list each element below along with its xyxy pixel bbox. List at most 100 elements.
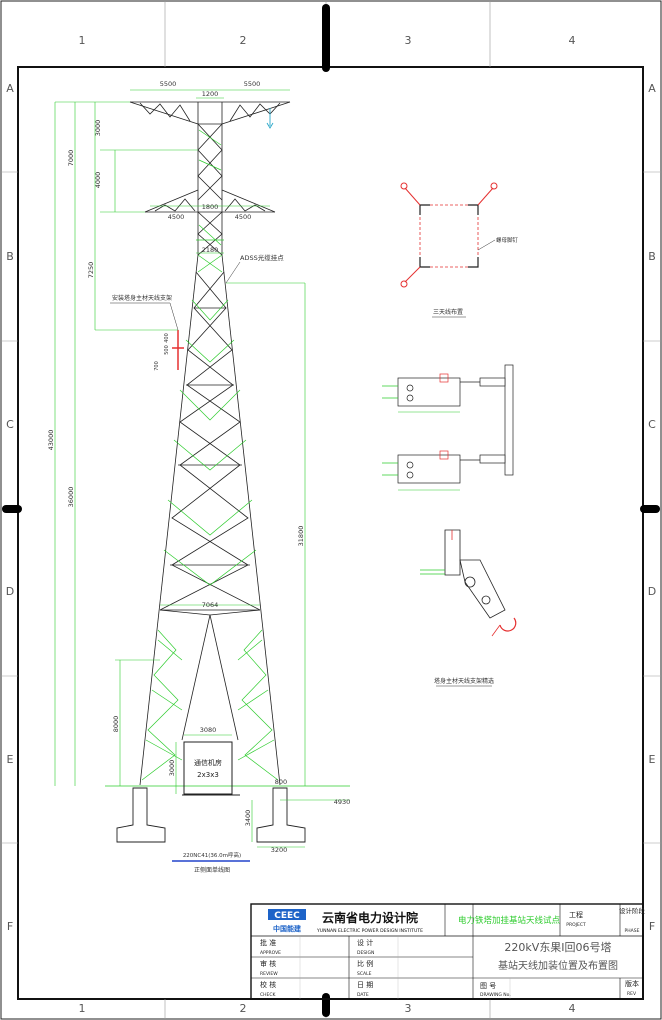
date-label-en: DATE xyxy=(357,992,369,998)
bracket-dim-500: 500 xyxy=(164,345,170,355)
approve-label: 批 准 xyxy=(260,938,276,947)
review-label-en: REVIEW xyxy=(260,971,278,977)
comm-room xyxy=(183,741,233,795)
grid-col-4-bottom: 4 xyxy=(569,1002,576,1015)
dim-7000: 7000 xyxy=(67,150,75,167)
project-name: 电力铁塔加挂基站天线试点 xyxy=(458,915,561,926)
drawing-no-label: 图 号 xyxy=(480,982,496,990)
institute-name: 云南省电力设计院 xyxy=(322,910,418,925)
grid-row-f-right: F xyxy=(649,920,655,933)
dim-1800: 1800 xyxy=(202,203,219,211)
dim-3000-top: 3000 xyxy=(94,120,102,137)
grid-row-d: D xyxy=(6,585,14,598)
approve-label-en: APPROVE xyxy=(260,950,281,956)
dim-4500-right: 4500 xyxy=(235,213,252,221)
drawing-no-label-en: DRAWING No. xyxy=(480,992,511,998)
check-label-en: CHECK xyxy=(260,992,277,998)
pointer-arrow-icon xyxy=(266,108,274,129)
middle-crossarm xyxy=(144,189,276,213)
bracket-details xyxy=(382,364,514,491)
grid-col-1: 1 xyxy=(79,34,86,47)
project-label: 工程 xyxy=(569,910,583,919)
grid-row-e-right: E xyxy=(649,753,656,766)
grid-row-b: B xyxy=(6,250,14,263)
antenna-bracket xyxy=(172,330,184,370)
title-block xyxy=(250,903,644,1000)
clamp-detail xyxy=(420,529,517,637)
check-label: 校 核 xyxy=(260,980,276,989)
rev-label: 版本 xyxy=(625,979,639,988)
grid-col-2-bottom: 2 xyxy=(240,1002,247,1015)
grid-row-d-right: D xyxy=(648,585,656,598)
grid-row-c-right: C xyxy=(648,418,656,431)
bracket-label: 塔身主材天线支架精选 xyxy=(434,677,494,685)
foundations xyxy=(116,787,306,843)
dim-3000-room: 3000 xyxy=(168,760,176,777)
grid-col-2: 2 xyxy=(240,34,247,47)
project-label-en: PROJECT xyxy=(566,922,586,928)
main-legs xyxy=(139,254,281,786)
dim-8000: 8000 xyxy=(112,716,120,733)
top-crossarm xyxy=(129,101,291,125)
dim-3400: 3400 xyxy=(244,810,252,827)
adss-leader xyxy=(225,261,241,284)
bracket-dim-700: 700 xyxy=(154,361,160,371)
grid-row-a: A xyxy=(6,82,14,95)
dim-4000: 4000 xyxy=(94,172,102,189)
centering-marks xyxy=(2,4,660,1017)
dim-31800: 31800 xyxy=(297,526,305,547)
three-antenna-label: 三天线布置 xyxy=(433,308,463,316)
dim-4930: 4930 xyxy=(334,798,351,806)
antenna-leader xyxy=(169,302,179,331)
upper-body xyxy=(197,102,223,256)
dimension-lines xyxy=(54,89,350,848)
bracket-dim-400: 400 xyxy=(164,333,170,343)
tower-elevation xyxy=(105,101,350,843)
grid-row-b-right: B xyxy=(648,250,656,263)
angle-steel-label: 螺母脚钉 xyxy=(496,236,519,244)
grid-row-e: E xyxy=(7,753,14,766)
drawing-title-1: 220kV东果Ⅰ回06号塔 xyxy=(504,941,611,954)
date-label: 日 期 xyxy=(357,981,373,989)
dim-800: 800 xyxy=(275,778,287,786)
design-label-en: DESIGN xyxy=(357,950,374,956)
design-label: 设 计 xyxy=(357,938,373,947)
dim-7250: 7250 xyxy=(87,262,95,279)
view-title: 正侧面单线图 xyxy=(194,866,230,874)
dim-43000: 43000 xyxy=(47,430,55,451)
grid-row-f: F xyxy=(7,920,13,933)
rev-label-en: REV xyxy=(627,991,637,997)
tower-type: 220NC41(36.0m呼高) xyxy=(183,851,241,859)
drawing-title-2: 基站天线加装位置及布置图 xyxy=(498,959,618,972)
antenna-note: 安装塔身主材天线支架 xyxy=(112,294,172,302)
grid-col-3: 3 xyxy=(405,34,412,47)
dim-5500-left: 5500 xyxy=(160,80,177,88)
dim-4500-left: 4500 xyxy=(168,213,185,221)
logo-text: CEEC xyxy=(274,911,300,921)
grid-row-a-right: A xyxy=(648,82,656,95)
grid-col-4: 4 xyxy=(569,34,576,47)
dim-1200: 1200 xyxy=(202,90,219,98)
dim-3080: 3080 xyxy=(200,726,217,734)
dim-36000: 36000 xyxy=(67,487,75,508)
dim-3200: 3200 xyxy=(271,846,288,854)
secondary-members xyxy=(141,129,279,781)
inner-frame xyxy=(17,66,644,1000)
review-label: 审 核 xyxy=(260,959,276,968)
logo-sub: 中国能建 xyxy=(273,924,302,933)
scale-label-en: SCALE xyxy=(357,971,372,977)
room-size: 2x3x3 xyxy=(197,771,219,779)
dim-5500-right: 5500 xyxy=(244,80,261,88)
scale-label: 比 例 xyxy=(357,959,373,968)
institute-en: YUNNAN ELECTRIC POWER DESIGN INSTITUTE xyxy=(316,928,423,934)
three-antenna-layout: 螺母脚钉 三天线布置 xyxy=(400,182,519,318)
phase-label: 设计阶段 xyxy=(619,906,646,915)
dim-2180: 2180 xyxy=(202,246,219,254)
adss-note: ADSS光缆挂点 xyxy=(240,253,284,262)
grid-col-1-bottom: 1 xyxy=(79,1002,86,1015)
grid-col-3-bottom: 3 xyxy=(405,1002,412,1015)
dim-7064: 7064 xyxy=(202,601,219,609)
ceec-logo-icon: CEEC 中国能建 xyxy=(268,909,306,933)
